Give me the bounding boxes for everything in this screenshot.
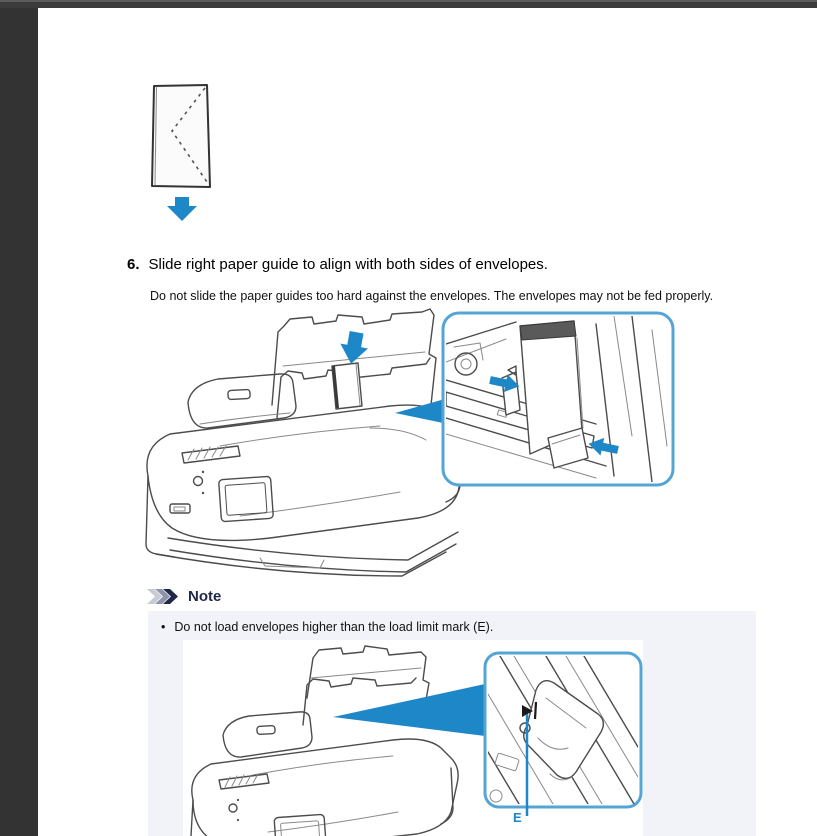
envelope-stack <box>519 320 584 455</box>
load-limit-label: E <box>513 810 522 825</box>
bullet-marker: • <box>161 620 166 634</box>
printer-guides-illustration <box>145 308 675 577</box>
printer-body <box>145 373 468 577</box>
loaded-envelope <box>331 362 363 410</box>
right-paper-guide <box>547 427 589 469</box>
load-limit-illustration <box>190 645 643 836</box>
down-arrow-icon <box>167 197 197 221</box>
load-limit-closeup <box>488 656 638 804</box>
note-chevrons-icon <box>147 589 178 604</box>
note-bullet-item: • Do not load envelopes higher than the … <box>161 620 493 634</box>
step-title: Slide right paper guide to align with bo… <box>148 256 548 273</box>
paper-guide-arrow-left-icon <box>489 374 520 393</box>
guides-closeup <box>446 316 668 482</box>
note-figure: E <box>183 640 643 836</box>
step-item: 6. Slide right paper guide to align with … <box>127 255 548 274</box>
load-limit-callout-icon <box>333 684 485 736</box>
note-box: • Do not load envelopes higher than the … <box>148 611 756 836</box>
printer-body-2 <box>190 711 459 836</box>
printer-figure <box>140 306 680 578</box>
envelope-back-illustration <box>151 84 211 221</box>
step-number: 6. <box>127 256 140 273</box>
envelope-figure <box>140 78 240 228</box>
note-heading: Note <box>147 588 221 605</box>
note-heading-label: Note <box>188 588 222 605</box>
step-caution-text: Do not slide the paper guides too hard a… <box>150 289 714 303</box>
viewer-side-strip <box>0 8 38 836</box>
note-bullet-text: Do not load envelopes higher than the lo… <box>174 620 494 634</box>
viewer-top-bar <box>0 0 817 8</box>
right-paper-guide-closeup <box>523 680 605 780</box>
rear-tray-2 <box>302 645 430 726</box>
load-limit-mark-icon <box>522 701 538 720</box>
tray-down-arrow-icon <box>340 331 368 364</box>
paper-guide-arrow-right-icon <box>588 437 619 456</box>
